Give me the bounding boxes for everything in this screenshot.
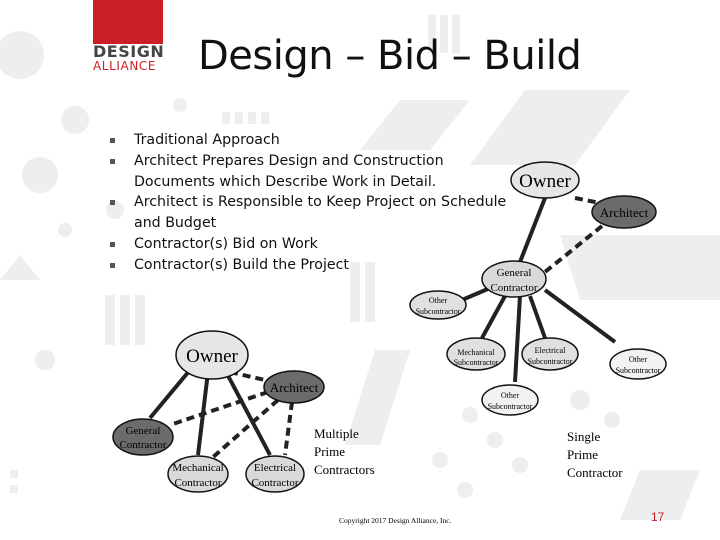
other-sub-3-line2: Subcontractor xyxy=(488,402,533,411)
multiple-prime-electrical-node: Electrical Contractor xyxy=(245,455,305,493)
connector-architect2-electrical xyxy=(283,401,294,456)
multi-architect-label: Architect xyxy=(270,380,319,395)
multi-mechanical-line2: Contractor xyxy=(174,477,221,489)
connector-gc-other2 xyxy=(543,288,617,344)
design-alliance-logo: DESIGN ALLIANCE xyxy=(93,0,165,75)
multi-owner-label: Owner xyxy=(186,346,238,367)
connector-gc-electrical xyxy=(528,295,547,339)
multiple-prime-caption-line2: Prime xyxy=(314,444,345,459)
bullet-marker xyxy=(110,200,115,206)
single-prime-caption-line3: Contractor xyxy=(567,465,623,480)
bullet-list: Traditional Approach Architect Prepares … xyxy=(108,130,528,276)
bullet-item: Contractor(s) Build the Project xyxy=(108,255,528,276)
bullet-item: Traditional Approach xyxy=(108,130,528,151)
mechanical-sub-line1: Mechanical xyxy=(457,348,495,357)
bullet-text: Architect is Responsible to Keep Project… xyxy=(134,194,507,232)
multi-electrical-line2: Contractor xyxy=(251,477,298,489)
single-prime-gc-node: General Contractor xyxy=(481,260,547,298)
page-number: 17 xyxy=(651,510,665,524)
electrical-sub-line1: Electrical xyxy=(535,346,566,355)
multiple-prime-connectors xyxy=(148,368,294,460)
multiple-prime-caption-line1: Multiple xyxy=(314,426,359,441)
connector-gc-mechanical xyxy=(480,295,507,339)
bullet-text: Architect Prepares Design and Constructi… xyxy=(134,152,444,190)
logo-red-block xyxy=(93,0,163,44)
single-owner-label: Owner xyxy=(519,171,571,192)
mechanical-sub-line2: Subcontractor xyxy=(454,358,499,367)
connector-owner2-gc xyxy=(148,368,192,420)
single-prime-caption-line2: Prime xyxy=(567,447,598,462)
bullet-text: Contractor(s) Build the Project xyxy=(134,256,349,273)
single-prime-caption-line1: Single xyxy=(567,429,600,444)
bullet-item: Contractor(s) Bid on Work xyxy=(108,234,528,255)
bullet-item: Architect is Responsible to Keep Project… xyxy=(108,192,528,234)
single-prime-other-sub-1-node: Other Subcontractor xyxy=(409,290,467,320)
multi-gc-line2: Contractor xyxy=(119,439,166,451)
logo-word-alliance: ALLIANCE xyxy=(93,59,157,73)
other-sub-1-line1: Other xyxy=(429,296,448,305)
multiple-prime-caption-line3: Contractors xyxy=(314,462,375,477)
connector-gc-other3 xyxy=(513,295,522,383)
other-sub-3-line1: Other xyxy=(501,391,520,400)
connector-owner2-electrical xyxy=(223,369,272,456)
single-gc-label-line1: General xyxy=(497,267,532,279)
electrical-sub-line2: Subcontractor xyxy=(528,357,573,366)
single-prime-mechanical-sub-node: Mechanical Subcontractor xyxy=(446,337,506,371)
multiple-prime-owner-node: Owner xyxy=(175,330,249,380)
single-gc-label-line2: Contractor xyxy=(490,282,537,294)
other-sub-2-line2: Subcontractor xyxy=(616,366,661,375)
single-prime-owner-node: Owner xyxy=(510,161,580,199)
multiple-prime-architect-node: Architect xyxy=(263,370,325,404)
copyright-text: Copyright 2017 Design Alliance, Inc. xyxy=(339,516,452,525)
bullet-marker xyxy=(110,241,115,247)
other-sub-1-line2: Subcontractor xyxy=(416,307,461,316)
single-prime-electrical-sub-node: Electrical Subcontractor xyxy=(521,337,579,371)
connector-architect-gc xyxy=(543,224,604,274)
bullet-text: Traditional Approach xyxy=(134,132,280,148)
connector-architect2-mechanical xyxy=(210,398,280,460)
connector-gc-other1 xyxy=(461,286,491,302)
single-prime-other-sub-3-node: Other Subcontractor xyxy=(481,384,539,416)
multiple-prime-mechanical-node: Mechanical Contractor xyxy=(167,455,229,493)
single-prime-connectors xyxy=(461,196,617,383)
single-prime-architect-node: Architect xyxy=(591,195,657,229)
bullet-marker xyxy=(110,262,115,268)
slide-title: Design – Bid – Build xyxy=(198,33,582,79)
single-prime-other-sub-2-node: Other Subcontractor xyxy=(609,348,667,380)
multi-electrical-line1: Electrical xyxy=(254,462,296,474)
bullet-item: Architect Prepares Design and Constructi… xyxy=(108,151,528,193)
other-sub-2-line1: Other xyxy=(629,355,648,364)
multiple-prime-gc-node: General Contractor xyxy=(112,418,174,456)
multi-mechanical-line1: Mechanical xyxy=(172,462,223,474)
multi-gc-line1: General xyxy=(126,425,161,437)
bullet-text: Contractor(s) Bid on Work xyxy=(134,235,318,252)
connector-owner-gc xyxy=(518,197,547,263)
connector-architect2-gc xyxy=(169,390,269,427)
single-architect-label: Architect xyxy=(600,205,649,220)
logo-word-design: DESIGN xyxy=(93,42,165,61)
bullet-marker xyxy=(110,138,115,143)
bullet-marker xyxy=(110,158,115,164)
